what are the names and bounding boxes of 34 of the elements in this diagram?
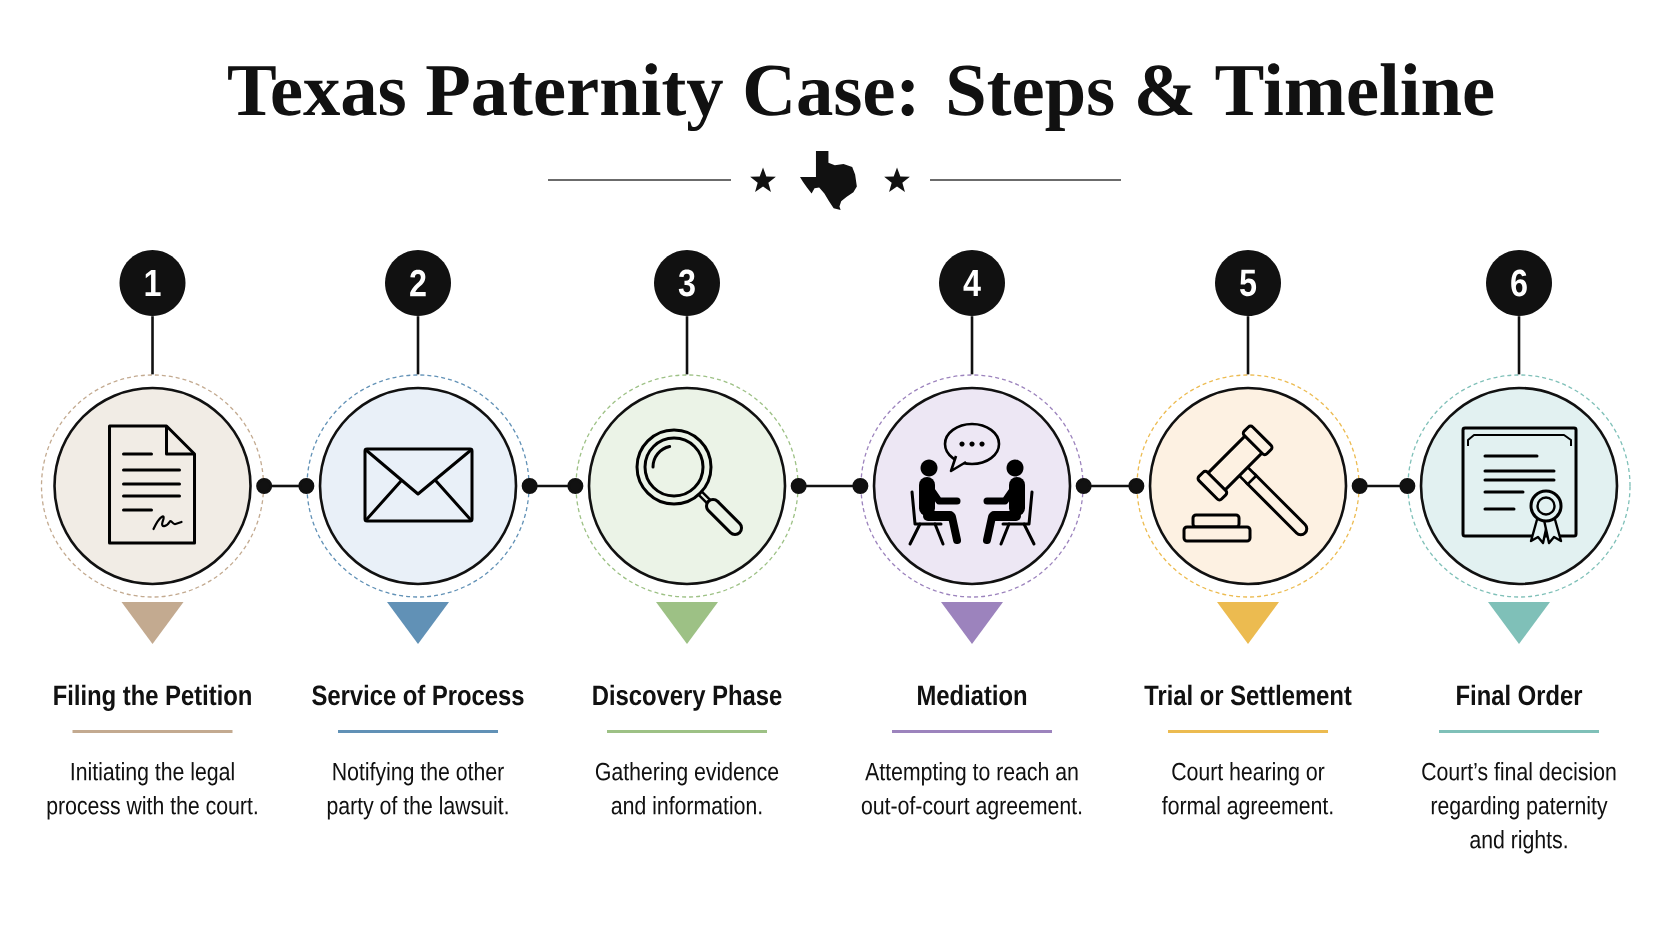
step-circle [1407, 374, 1631, 598]
connector-line [1075, 478, 1145, 494]
step-description: Attempting to reach an out-of-court agreement. [861, 762, 1082, 820]
number-badge: 4 [939, 250, 1005, 316]
number-badge: 3 [654, 250, 720, 316]
title: Texas Paternity Case: Steps & Timeline [228, 63, 1494, 132]
connector-line [685, 316, 689, 375]
step-title: Final Order [1457, 684, 1583, 706]
step-circle [40, 374, 265, 598]
step-description: Gathering evidence and information. [595, 762, 779, 815]
connector-line [521, 478, 584, 494]
number-badge: 2 [385, 250, 451, 316]
number-badge: 5 [1215, 250, 1281, 316]
connector-line [790, 478, 869, 494]
number-badge: 6 [1486, 250, 1552, 316]
step-description: Court hearing or formal agreement. [1162, 762, 1333, 820]
connector-line [970, 316, 974, 375]
connector-line [151, 316, 154, 375]
step-title: Mediation [918, 684, 1027, 706]
connector-line [256, 478, 315, 494]
connector-line [416, 316, 420, 375]
step-description: Initiating the legal process with the court. [47, 762, 257, 820]
number-badge: 1 [119, 250, 186, 316]
step-title: Filing the Petition [54, 684, 251, 711]
step-circle [860, 374, 1084, 598]
step-title: Discovery Phase [593, 684, 782, 711]
step-description: Notifying the other party of the lawsuit. [327, 762, 508, 820]
connector-line [1351, 478, 1416, 494]
step-description: Court’s final decision regarding paternity and rights. [1422, 762, 1616, 854]
connector-line [1246, 316, 1250, 375]
step-title: Trial or Settlement [1144, 684, 1352, 706]
step-title: Service of Process [312, 684, 524, 706]
step-circle [306, 374, 530, 598]
connector-line [1517, 316, 1521, 375]
